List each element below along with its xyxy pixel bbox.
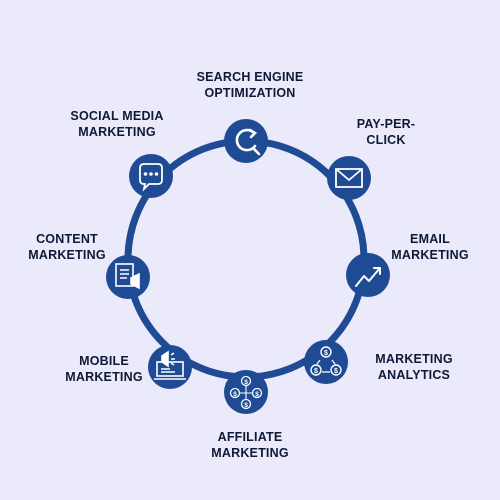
chat-bubble-icon (139, 163, 163, 192)
node-affiliate-marketing: $ $ $ $ (224, 370, 268, 414)
dollar-network-icon: $ $ $ $ (229, 375, 263, 410)
label-email-marketing-line-2: MARKETING (391, 248, 469, 262)
label-affiliate-marketing: AFFILIATE MARKETING (211, 429, 289, 461)
label-seo-line-2: OPTIMIZATION (204, 86, 296, 100)
svg-text:$: $ (244, 402, 248, 409)
svg-text:$: $ (233, 391, 237, 398)
label-mobile-marketing: MOBILE MARKETING (65, 353, 143, 385)
node-seo (224, 119, 268, 163)
label-social-media-marketing-line-1: SOCIAL MEDIA (70, 109, 164, 123)
dollar-cycle-icon: $ $ $ (310, 346, 342, 376)
svg-text:$: $ (334, 368, 338, 375)
refresh-search-icon (235, 128, 261, 156)
svg-text:$: $ (244, 379, 248, 386)
label-social-media-marketing-line-2: MARKETING (78, 125, 156, 139)
label-seo-line-1: SEARCH ENGINE (196, 70, 304, 84)
label-marketing-analytics-line-2: ANALYTICS (377, 368, 451, 382)
label-content-marketing-line-1: CONTENT (36, 232, 98, 246)
label-pay-per-click-line-1: PAY-PER- (356, 117, 416, 131)
trend-line-icon (355, 267, 381, 287)
node-mobile-marketing (148, 345, 192, 389)
label-marketing-analytics-line-1: MARKETING (375, 352, 453, 366)
label-social-media-marketing: SOCIAL MEDIA MARKETING (70, 108, 163, 140)
label-email-marketing: EMAIL MARKETING (391, 231, 469, 263)
svg-text:$: $ (324, 350, 328, 357)
label-affiliate-marketing-line-1: AFFILIATE (217, 430, 283, 444)
label-pay-per-click: PAY-PER- CLICK (357, 116, 416, 148)
label-content-marketing-line-2: MARKETING (28, 248, 106, 262)
label-affiliate-marketing-line-2: MARKETING (211, 446, 289, 460)
node-content-marketing (106, 255, 150, 299)
label-marketing-analytics: MARKETING ANALYTICS (375, 351, 453, 383)
svg-text:$: $ (314, 368, 318, 375)
envelope-icon (335, 168, 363, 188)
label-pay-per-click-line-2: CLICK (366, 133, 406, 147)
node-social-media-marketing (129, 154, 173, 198)
label-content-marketing: CONTENT MARKETING (28, 231, 106, 263)
document-megaphone-icon (115, 263, 140, 290)
label-mobile-marketing-line-1: MOBILE (79, 354, 129, 368)
node-marketing-analytics: $ $ $ (304, 340, 348, 384)
svg-text:$: $ (255, 391, 259, 398)
label-email-marketing-line-1: EMAIL (410, 232, 450, 246)
node-pay-per-click (327, 156, 371, 200)
node-email-marketing (346, 253, 390, 297)
laptop-megaphone-icon (154, 350, 186, 380)
label-mobile-marketing-line-2: MARKETING (65, 370, 143, 384)
label-seo: SEARCH ENGINE OPTIMIZATION (197, 69, 304, 101)
